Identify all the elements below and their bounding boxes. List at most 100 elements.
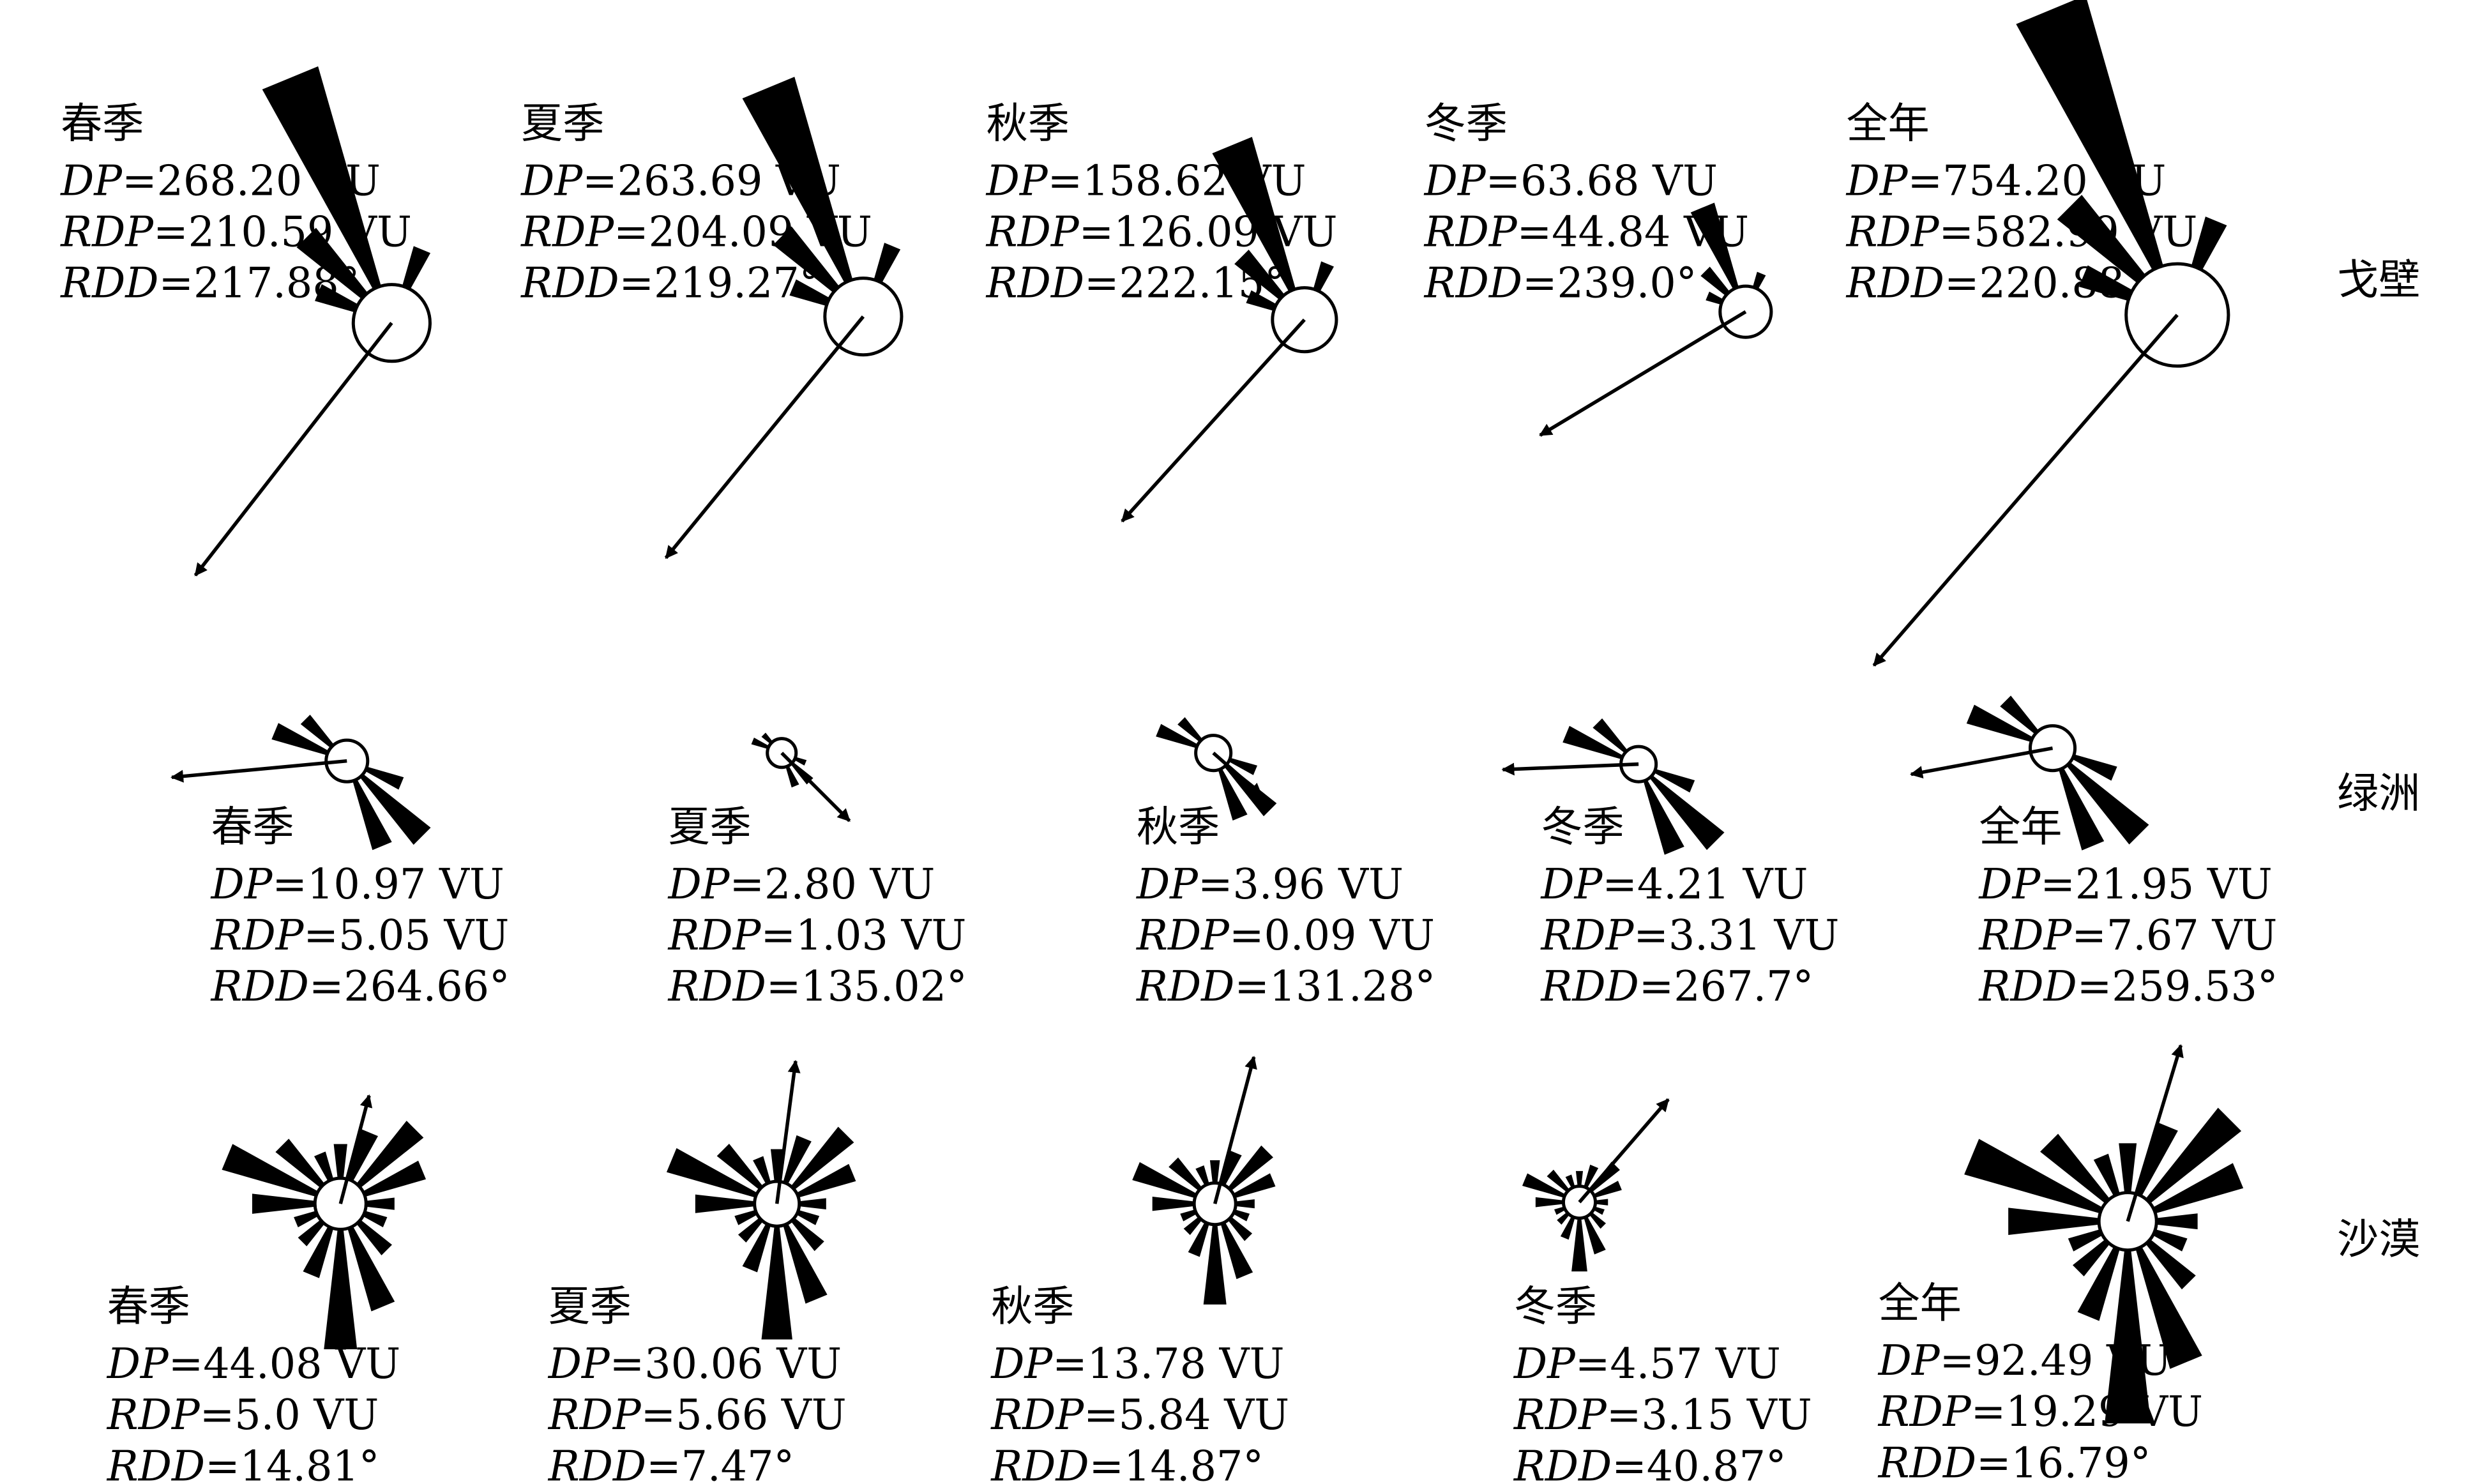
season-label: 春季: [61, 100, 144, 148]
season-label: 春季: [107, 1283, 190, 1331]
resultant-arrow: [1212, 752, 1263, 797]
season-label: 夏季: [668, 803, 751, 851]
rdp-value: =5.84 VU: [1084, 1391, 1289, 1439]
rdd-label: RDD: [986, 260, 1084, 308]
rose-petal: [352, 779, 392, 851]
rose-circle: [1192, 1181, 1237, 1227]
season-label: 春季: [211, 803, 294, 851]
rose-petal: [252, 1193, 315, 1214]
rdp-value: =5.66 VU: [641, 1391, 847, 1439]
season-label: 全年: [1879, 1280, 1962, 1328]
rdd-label: RDD: [1878, 1439, 1976, 1484]
rdd-line: RDD=131.28°: [1136, 963, 1435, 1011]
rose-petal: [1593, 718, 1628, 753]
rdd-label: RDD: [1424, 260, 1522, 308]
dp-value: =158.62 VU: [1048, 157, 1306, 205]
rdp-line: RDP=210.59 VU: [60, 209, 412, 257]
rose-petal: [1595, 1199, 1608, 1206]
rdp-line: RDP=44.84 VU: [1424, 209, 1749, 257]
rose-petal: [271, 723, 329, 755]
rose-petal: [1156, 723, 1199, 748]
dp-line: DP=754.20 VU: [1846, 157, 2167, 205]
rose-petal: [1547, 1169, 1570, 1193]
rose-circle: [324, 738, 370, 784]
rose-petal: [1584, 1164, 1599, 1188]
rose-petal: [2016, 0, 2163, 271]
rose-petal: [1227, 1145, 1273, 1191]
rose-petal: [2066, 762, 2149, 845]
rdd-value: =14.87°: [1089, 1442, 1264, 1484]
rdp-line: RDP=1.03 VU: [667, 912, 966, 960]
rose-petal: [2040, 1133, 2110, 1204]
rose-petal: [1236, 1199, 1255, 1209]
rose-petal: [1227, 1216, 1253, 1241]
rose-petal: [2068, 1229, 2103, 1252]
rdp-value: =5.0 VU: [200, 1391, 379, 1439]
rdd-label: RDD: [667, 963, 766, 1011]
dp-label: DP: [210, 861, 273, 909]
rdp-line: RDP=0.09 VU: [1136, 912, 1435, 960]
resultant-arrow: [338, 1094, 373, 1204]
rose-petal: [363, 1211, 388, 1228]
rose-petal: [1565, 1174, 1575, 1188]
rose-petal: [742, 1223, 771, 1273]
rdp-line: RDP=3.31 VU: [1540, 912, 1839, 960]
rdp-value: =5.05 VU: [303, 912, 509, 960]
rose-petal: [2059, 768, 2105, 851]
rose-petal: [1180, 1209, 1197, 1222]
rose-petal: [1554, 1206, 1566, 1215]
rose-petal: [1522, 1173, 1566, 1198]
rose-petal: [1535, 1197, 1564, 1208]
season-label: 夏季: [521, 100, 604, 148]
rdd-value: =40.87°: [1612, 1442, 1786, 1484]
rose-petal: [791, 1217, 824, 1252]
row-label: 沙漠: [2337, 1216, 2420, 1264]
rdd-label: RDD: [60, 260, 158, 308]
rdp-label: RDP: [548, 1391, 642, 1439]
rdd-line: RDD=14.87°: [990, 1442, 1264, 1484]
rose-circle: [823, 276, 904, 357]
dp-value: =4.57 VU: [1575, 1340, 1781, 1388]
rdd-value: =264.66°: [309, 963, 510, 1011]
dp-line: DP=13.78 VU: [990, 1340, 1284, 1388]
dp-label: DP: [990, 1340, 1053, 1388]
rose-petal: [1593, 1206, 1605, 1215]
rdp-label: RDP: [667, 912, 761, 960]
rose-petal: [1169, 1157, 1202, 1191]
rose-petal: [1649, 775, 1725, 851]
season-label: 秋季: [987, 100, 1070, 148]
rdp-line: RDP=5.66 VU: [548, 1391, 847, 1439]
rose-petal: [2156, 1213, 2198, 1230]
rose-petal: [333, 1144, 347, 1179]
rdd-line: RDD=217.88°: [60, 260, 359, 308]
rose-petal: [300, 715, 335, 748]
rose-petal: [347, 1226, 395, 1312]
rose-petal: [2119, 1143, 2137, 1193]
rose-petal: [365, 766, 404, 790]
rose-circle: [313, 1176, 368, 1231]
rose-petal: [1233, 1209, 1250, 1222]
resultant-arrow: [193, 322, 393, 577]
dp-label: DP: [1424, 157, 1487, 205]
rdp-label: RDP: [1846, 209, 1940, 257]
dp-line: DP=4.21 VU: [1540, 861, 1808, 909]
rdd-line: RDD=239.0°: [1424, 260, 1697, 308]
dp-label: DP: [1878, 1337, 1941, 1385]
rdd-value: =131.28°: [1234, 963, 1435, 1011]
rdp-label: RDP: [60, 209, 154, 257]
sand-rose: [1121, 137, 1338, 523]
rdd-label: RDD: [210, 963, 308, 1011]
rose-petal: [2105, 1250, 2151, 1424]
rose-petal: [1589, 1162, 1620, 1193]
dp-value: =2.80 VU: [729, 861, 935, 909]
rose-petal: [1571, 1218, 1587, 1272]
sand-rose: [1539, 202, 1773, 437]
rose-petal: [1560, 1216, 1575, 1240]
resultant-arrow: [1501, 762, 1639, 776]
season-label: 全年: [1847, 100, 1930, 148]
dp-value: =13.78 VU: [1052, 1340, 1284, 1388]
